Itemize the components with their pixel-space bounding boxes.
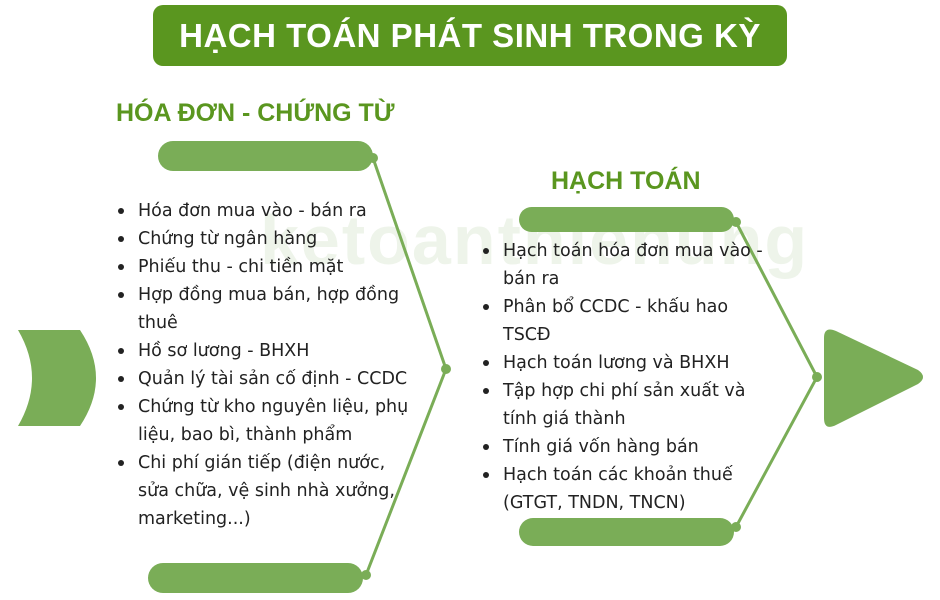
- list-item: Tính giá vốn hàng bán: [479, 433, 769, 461]
- right-top-bar: [519, 207, 734, 232]
- right-item-list: Hạch toán hóa đơn mua vào - bán ra Phân …: [479, 237, 769, 517]
- left-bracket-dot-top: [368, 153, 378, 163]
- list-item: Quản lý tài sản cố định - CCDC: [114, 365, 414, 393]
- right-bottom-bar: [519, 518, 734, 546]
- list-item: Phân bổ CCDC - khấu hao TSCĐ: [479, 293, 769, 349]
- right-arrow-icon: [824, 329, 923, 427]
- left-chevron-icon: [18, 330, 96, 426]
- left-bottom-bar: [148, 563, 363, 593]
- left-top-bar: [158, 141, 373, 171]
- list-item: Hạch toán các khoản thuế (GTGT, TNDN, TN…: [479, 461, 769, 517]
- list-item: Hạch toán lương và BHXH: [479, 349, 769, 377]
- list-item: Hạch toán hóa đơn mua vào - bán ra: [479, 237, 769, 293]
- list-item: Chứng từ kho nguyên liệu, phụ liệu, bao …: [114, 393, 414, 449]
- list-item: Hợp đồng mua bán, hợp đồng thuê: [114, 281, 414, 337]
- left-bracket-dot-mid: [441, 364, 451, 374]
- list-item: Chứng từ ngân hàng: [114, 225, 414, 253]
- list-item: Hóa đơn mua vào - bán ra: [114, 197, 414, 225]
- list-item: Chi phí gián tiếp (điện nước, sửa chữa, …: [114, 449, 414, 533]
- list-item: Phiếu thu - chi tiền mặt: [114, 253, 414, 281]
- page-title: HẠCH TOÁN PHÁT SINH TRONG KỲ: [179, 16, 761, 54]
- right-section-heading: HẠCH TOÁN: [551, 167, 701, 195]
- right-bracket-dot-mid: [812, 372, 822, 382]
- left-bracket-dot-bottom: [361, 570, 371, 580]
- right-bracket-dot-bottom: [731, 522, 741, 532]
- left-item-list: Hóa đơn mua vào - bán ra Chứng từ ngân h…: [114, 197, 414, 533]
- list-item: Hồ sơ lương - BHXH: [114, 337, 414, 365]
- list-item: Tập hợp chi phí sản xuất và tính giá thà…: [479, 377, 769, 433]
- title-banner: HẠCH TOÁN PHÁT SINH TRONG KỲ: [153, 5, 787, 66]
- right-bracket-dot-top: [731, 217, 741, 227]
- left-section-heading: HÓA ĐƠN - CHỨNG TỪ: [116, 99, 395, 127]
